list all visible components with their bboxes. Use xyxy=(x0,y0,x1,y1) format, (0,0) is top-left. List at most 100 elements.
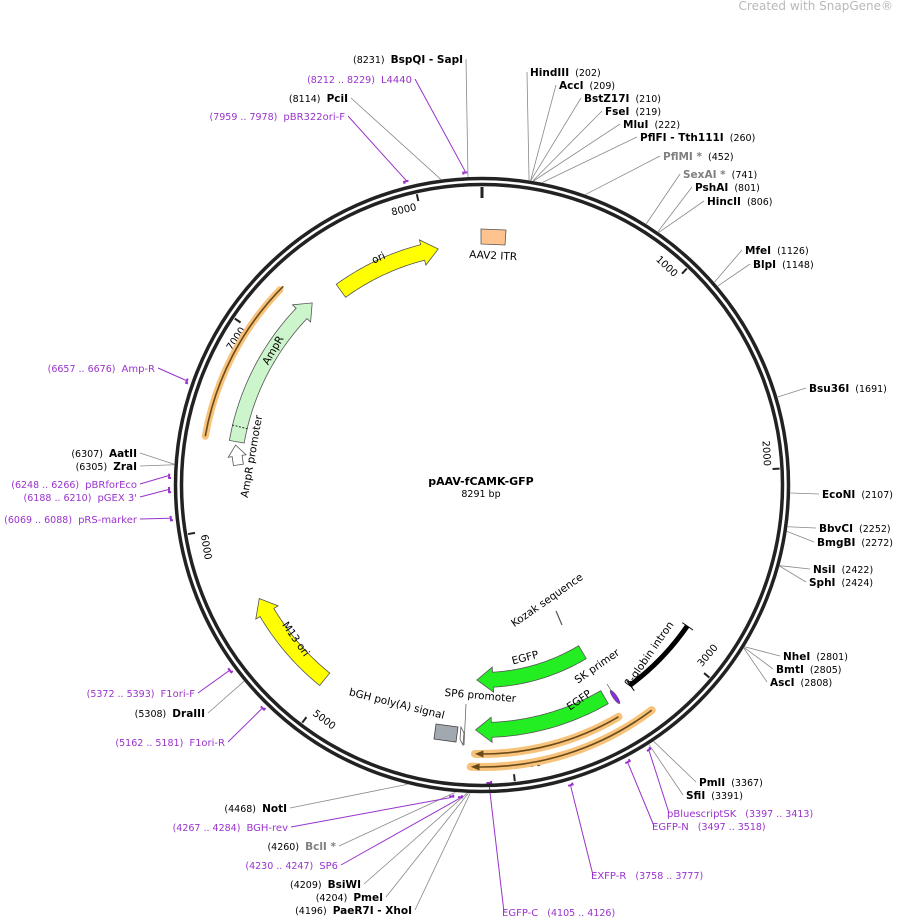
primer-binding-mark[interactable] xyxy=(462,171,468,175)
primer-label[interactable]: pBluescriptSK (3397 .. 3413) xyxy=(667,809,813,820)
primer-label[interactable]: (6188 .. 6210) pGEX 3' xyxy=(24,493,137,504)
primer-label[interactable]: EGFP-N (3497 .. 3518) xyxy=(652,822,766,833)
primer-label-gap: ) xyxy=(88,493,98,504)
primer-label[interactable]: (8212 .. 8229) L4440 xyxy=(307,75,412,86)
primer-name: F1ori-F xyxy=(161,689,196,700)
primer-binding-mark[interactable] xyxy=(568,782,574,787)
ori-label[interactable]: ori xyxy=(370,250,387,267)
primer-binding-mark[interactable] xyxy=(624,758,632,765)
enzyme-site-label[interactable]: Bsu36I (1691) xyxy=(809,383,887,395)
primer-binding-mark[interactable] xyxy=(184,378,189,385)
enzyme-site-label[interactable]: PflFI - Tth111I (260) xyxy=(640,132,755,144)
tick-label: 1000 xyxy=(653,254,679,279)
enzyme-site-label[interactable]: BmtI (2805) xyxy=(776,664,842,676)
enzyme-site-label[interactable]: SexAI * (741) xyxy=(683,169,757,181)
primer-label[interactable]: (7959 .. 7978) pBR322ori-F xyxy=(209,112,345,123)
primer-range: 3397 .. 3413 xyxy=(749,809,809,820)
enzyme-site-label[interactable]: HindIII (202) xyxy=(530,67,601,79)
bgh-polya-signal-box[interactable] xyxy=(433,723,459,743)
enzyme-site-label[interactable]: BmgBI (2272) xyxy=(817,537,893,549)
enzyme-site-label[interactable]: BstZ17I (210) xyxy=(584,93,661,105)
enzyme-site-label[interactable]: (6307) AatII xyxy=(71,448,137,460)
egfp-feature-arrow[interactable] xyxy=(476,645,587,693)
enzyme-site-label[interactable]: BbvCI (2252) xyxy=(819,523,891,535)
aav2-itr-label[interactable]: AAV2 ITR xyxy=(469,249,518,263)
primer-binding-mark[interactable] xyxy=(168,486,172,494)
primer-binding-mark[interactable] xyxy=(260,705,267,712)
amp-r-highlight-line[interactable] xyxy=(204,285,284,437)
primer-label[interactable]: (6069 .. 6088) pRS-marker xyxy=(4,515,138,526)
beta-globin-intron-bar[interactable] xyxy=(628,624,690,688)
primer-label[interactable]: EXFP-R (3758 .. 3777) xyxy=(591,871,703,882)
enzyme-site-label[interactable]: MfeI (1126) xyxy=(745,245,809,257)
primer-binding-mark[interactable] xyxy=(227,667,234,674)
enzyme-site-label[interactable]: PshAI (801) xyxy=(695,182,760,194)
ampr-promoter-arrow[interactable] xyxy=(227,444,248,467)
enzyme-position: (1126) xyxy=(771,246,809,257)
enzyme-site-label[interactable]: (8114) PciI xyxy=(289,93,348,105)
tick-label: 6000 xyxy=(198,534,213,561)
enzyme-site-label[interactable]: (6305) ZraI xyxy=(76,461,137,473)
enzyme-site-label[interactable]: (4196) PaeR7I - XhoI xyxy=(295,905,412,917)
enzyme-site-label[interactable]: (4468) NotI xyxy=(224,803,287,815)
enzyme-site-label[interactable]: MluI (222) xyxy=(623,119,680,131)
primer-binding-mark[interactable] xyxy=(646,746,652,752)
enzyme-site-label[interactable]: NsiI (2422) xyxy=(813,564,873,576)
enzyme-site-label[interactable]: (4260) BclI * xyxy=(267,841,336,853)
enzyme-site-label[interactable]: EcoNI (2107) xyxy=(822,489,893,501)
enzyme-site-label[interactable]: PmlI (3367) xyxy=(699,777,763,789)
enzyme-site-label[interactable]: (8231) BspQI - SapI xyxy=(353,54,463,66)
enzyme-site-label[interactable]: SfiI (3391) xyxy=(686,790,743,802)
primer-binding-mark[interactable] xyxy=(402,179,409,185)
sk-primer-leader xyxy=(606,683,613,693)
primer-label-paren: ( xyxy=(48,364,52,375)
primer-binding-mark[interactable] xyxy=(168,473,172,479)
primer-label[interactable]: (6657 .. 6676) Amp-R xyxy=(48,364,155,375)
egfp-highlight-line[interactable] xyxy=(477,716,619,755)
primer-label[interactable]: EGFP-C (4105 .. 4126) xyxy=(502,908,615,919)
enzyme-site-label[interactable]: (4209) BsiWI xyxy=(290,879,361,891)
enzyme-site-label[interactable]: NheI (2801) xyxy=(783,651,848,663)
primer-name: BGH-rev xyxy=(246,823,288,834)
primer-label[interactable]: (4230 .. 4247) SP6 xyxy=(245,861,338,872)
primer-label-paren: ) xyxy=(700,871,704,882)
primer-label[interactable]: (5162 .. 5181) F1ori-R xyxy=(115,738,225,749)
bgh-polya-signal-label[interactable]: bGH poly(A) signal xyxy=(348,686,446,721)
beta-globin-intron-label[interactable]: β-globin intron xyxy=(623,619,677,689)
enzyme-site-label[interactable]: (4204) PmeI xyxy=(316,892,383,904)
kozak-sequence-label[interactable]: Kozak sequence xyxy=(509,571,585,629)
egfp-feature-arrow-2[interactable] xyxy=(474,690,609,744)
primer-binding-mark[interactable] xyxy=(449,794,455,798)
enzyme-site-label[interactable]: AccI (209) xyxy=(559,80,615,92)
primer-name: F1ori-R xyxy=(189,738,225,749)
tick-label: 3000 xyxy=(696,643,721,670)
enzyme-position: (219) xyxy=(629,107,661,118)
sp6-promoter-arrow[interactable] xyxy=(459,725,465,747)
primer-leader-line xyxy=(290,796,452,828)
enzyme-site-label[interactable]: BlpI (1148) xyxy=(753,259,814,271)
enzyme-site-label[interactable]: FseI (219) xyxy=(605,106,661,118)
kozak-sequence-mark[interactable] xyxy=(555,610,563,626)
primer-label-paren: ( xyxy=(4,515,8,526)
enzyme-position: (202) xyxy=(569,68,601,79)
aav2-itr-feature-box[interactable] xyxy=(480,228,507,246)
enzyme-site-label[interactable]: HincII (806) xyxy=(707,196,773,208)
primer-label[interactable]: (4267 .. 4284) BGH-rev xyxy=(173,823,289,834)
primer-name: pBR322ori-F xyxy=(283,112,345,123)
primer-label[interactable]: (5372 .. 5393) F1ori-F xyxy=(87,689,196,700)
enzyme-site-label[interactable]: AscI (2808) xyxy=(770,677,832,689)
enzyme-name: NheI xyxy=(783,651,810,663)
ampr-feature-arrow[interactable] xyxy=(228,302,313,444)
sp6-promoter-label[interactable]: SP6 promoter xyxy=(444,687,517,705)
enzyme-site-label[interactable]: (5308) DraIII xyxy=(135,708,205,720)
m13-ori-feature-arrow[interactable] xyxy=(255,597,331,687)
enzyme-site-label[interactable]: PflMI * (452) xyxy=(663,151,734,163)
primer-label[interactable]: (6248 .. 6266) pBRforEco xyxy=(11,480,137,491)
enzyme-site-label[interactable]: SphI (2424) xyxy=(809,577,873,589)
egfp-highlight-line[interactable] xyxy=(473,709,653,768)
sp6-promoter-leader xyxy=(463,703,467,746)
sk-primer-feature[interactable] xyxy=(609,689,621,704)
primer-binding-mark[interactable] xyxy=(169,515,174,522)
ori-feature-arrow[interactable] xyxy=(335,239,439,298)
primer-binding-mark[interactable] xyxy=(457,795,464,799)
